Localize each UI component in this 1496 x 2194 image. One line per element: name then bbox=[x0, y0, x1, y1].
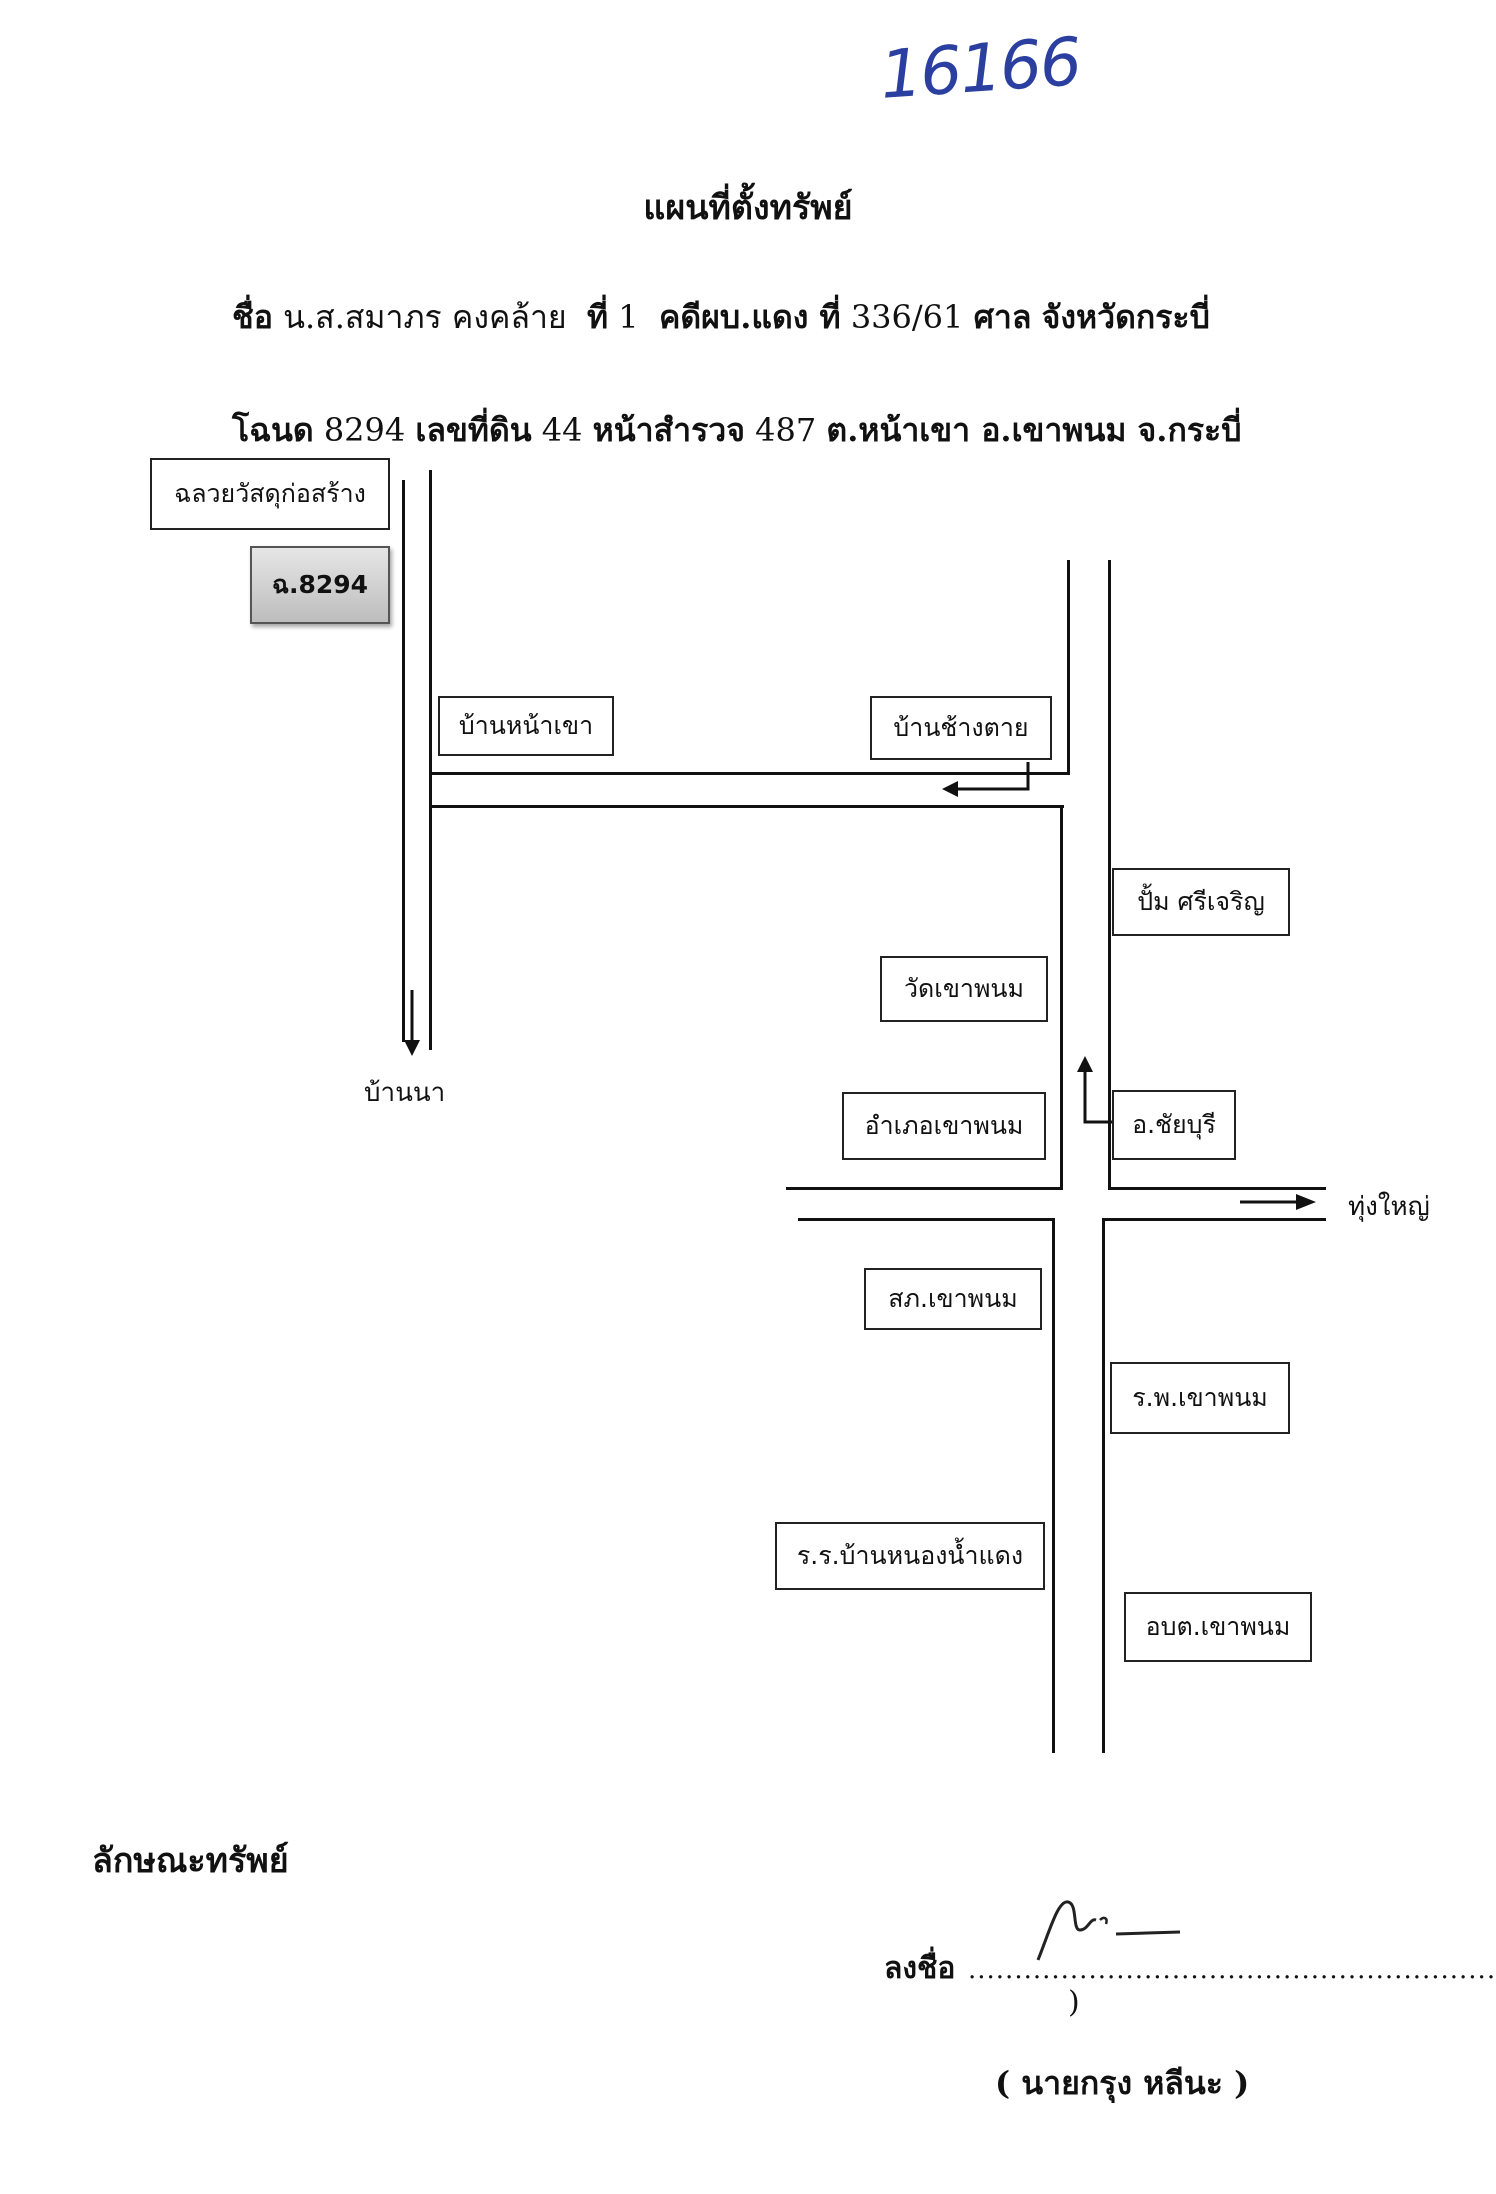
road-right-line-right-lower bbox=[1102, 1218, 1105, 1753]
signature-close-paren: ) bbox=[1068, 1985, 1080, 2020]
place-pump-sri-charoen: ปั้ม ศรีเจริญ bbox=[1112, 868, 1290, 936]
signature-image bbox=[1036, 1900, 1181, 1961]
court-value: จังหวัดกระบี่ bbox=[1041, 298, 1210, 336]
crossroad-top-left bbox=[786, 1187, 1063, 1190]
place-ban-na-khao: บ้านหน้าเขา bbox=[438, 696, 614, 756]
case-number: 336/61 bbox=[850, 298, 964, 336]
land-no-label: เลขที่ดิน bbox=[415, 411, 532, 449]
court-label: ศาล bbox=[973, 298, 1032, 336]
deed-info-line: โฉนด 8294 เลขที่ดิน 44 หน้าสำรวจ 487 ต.ห… bbox=[232, 405, 1242, 456]
signature-label: ลงชื่อ bbox=[884, 1951, 956, 1986]
place-ban-chang-tai: บ้านช้างตาย bbox=[870, 696, 1052, 760]
place-building-material-shop: ฉลวยวัสดุก่อสร้าง bbox=[150, 458, 390, 530]
survey-label: หน้าสำรวจ bbox=[592, 411, 745, 449]
deed-marker: ฉ.8294 bbox=[250, 546, 390, 624]
order-value: 1 bbox=[618, 298, 639, 336]
owner-name: น.ส.สมาภร คงคล้าย bbox=[283, 298, 567, 336]
road-right-line-right-upper bbox=[1108, 560, 1111, 1188]
place-chai-buri: อ.ชัยบุรี bbox=[1112, 1090, 1236, 1160]
case-label: คดีผบ.แดง ที่ bbox=[658, 298, 841, 336]
name-label: ชื่อ bbox=[232, 298, 273, 336]
direction-ban-na: บ้านนา bbox=[364, 1078, 446, 1108]
crossroad-top-right bbox=[1108, 1187, 1326, 1190]
place-amphoe-khao-phanom: อำเภอเขาพนม bbox=[842, 1092, 1046, 1160]
deed-number: 8294 bbox=[323, 411, 406, 449]
road-left-line-inner bbox=[429, 470, 432, 1050]
place-police-station: สภ.เขาพนม bbox=[864, 1268, 1042, 1330]
survey-value: 487 bbox=[755, 411, 817, 449]
road-horizontal-bottom bbox=[429, 805, 1064, 808]
page-title: แผนที่ตั้งทรัพย์ bbox=[643, 188, 853, 228]
road-left-line-outer bbox=[402, 480, 405, 1042]
land-no-value: 44 bbox=[541, 411, 583, 449]
property-description-heading: ลักษณะทรัพย์ bbox=[92, 1841, 289, 1881]
signer-name: ( นายกรุง หลีนะ ) bbox=[995, 2064, 1250, 2102]
place-sao-khao-phanom: อบต.เขาพนม bbox=[1124, 1592, 1312, 1662]
road-right-line-left-upper bbox=[1067, 560, 1070, 775]
signature-line: ........................................… bbox=[968, 1955, 1496, 1985]
place-wat-khao-phanom: วัดเขาพนม bbox=[880, 956, 1048, 1022]
direction-thung-yai: ทุ่งใหญ่ bbox=[1348, 1192, 1430, 1222]
crossroad-bottom-right bbox=[1102, 1218, 1326, 1221]
location-text: ต.หน้าเขา อ.เขาพนม จ.กระบี่ bbox=[826, 411, 1242, 449]
place-school: ร.ร.บ้านหนองน้ำแดง bbox=[775, 1522, 1045, 1590]
case-info-line: ชื่อ น.ส.สมาภร คงคล้าย ที่ 1 คดีผบ.แดง ท… bbox=[232, 292, 1210, 343]
crossroad-bottom-left bbox=[798, 1218, 1054, 1221]
road-right-line-left-mid bbox=[1060, 805, 1063, 1188]
place-hospital: ร.พ.เขาพนม bbox=[1110, 1362, 1290, 1434]
road-right-line-left-lower bbox=[1052, 1218, 1055, 1753]
deed-label: โฉนด bbox=[232, 411, 314, 449]
order-label: ที่ bbox=[587, 298, 609, 336]
road-horizontal-top bbox=[429, 772, 1069, 775]
